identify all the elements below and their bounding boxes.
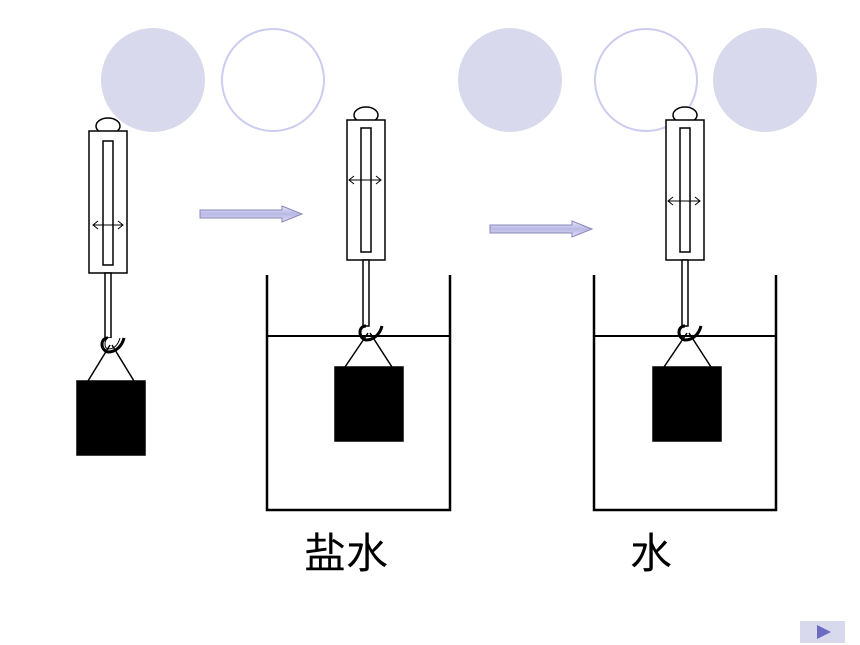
circle-filled-2 [458,28,562,132]
weight-block-2 [334,366,404,442]
weight-block-3 [652,366,722,442]
spring-scale-2 [346,119,386,261]
hook-2 [358,324,384,342]
arrow-right-icon-1 [199,205,304,223]
circle-outline-1 [221,28,325,132]
scene-salt-water [265,106,452,512]
string-left-2 [344,332,369,368]
beaker-2 [265,275,452,512]
label-salt-water: 盐水 [304,529,389,578]
string-left-3 [663,332,688,368]
scale-slot-2 [360,127,372,253]
hook-3 [677,324,703,342]
weight-block-1 [76,380,146,456]
circle-filled-1 [101,28,205,132]
label-water: 水 [630,529,673,578]
next-slide-button[interactable] [800,621,845,643]
string-right-3 [688,332,712,368]
circle-outline-2 [594,28,698,132]
circle-filled-3 [713,28,817,132]
scale-rod-2 [362,259,370,327]
spring-scale-3 [665,119,705,261]
beaker-3 [592,275,778,512]
scale-rod-3 [681,259,689,327]
scale-rod-1 [104,272,112,339]
string-left-1 [87,344,111,382]
decorative-circles [101,28,817,132]
scene-air [76,117,146,456]
hook-1 [100,336,126,354]
scale-slot-1 [102,140,114,266]
arrow-right-icon-2 [489,220,594,238]
pointer-arrow-icon-2 [348,175,382,185]
pointer-arrow-icon-1 [92,220,124,230]
spring-scale-1 [88,130,128,274]
string-right-1 [111,344,135,382]
scene-water [592,106,778,512]
pointer-arrow-icon-3 [667,196,701,206]
scale-slot-3 [679,127,691,253]
string-right-2 [369,332,393,368]
play-triangle-icon [817,625,831,639]
